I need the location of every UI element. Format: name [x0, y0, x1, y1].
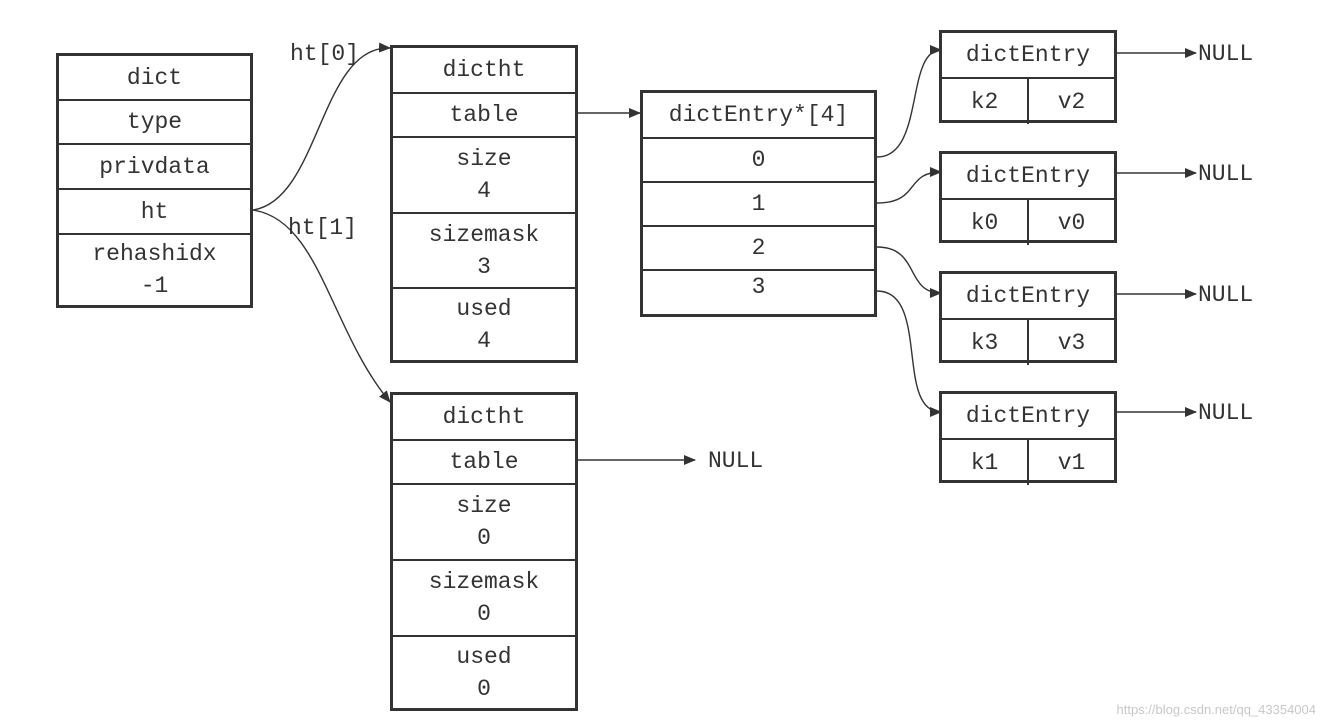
bucket-array: dictEntry*[4] 0 1 2 3 — [640, 90, 877, 317]
watermark: https://blog.csdn.net/qq_43354004 — [1116, 702, 1317, 717]
ht1-table-null: NULL — [708, 448, 764, 474]
entry-value: v2 — [1027, 79, 1114, 124]
entry-key: k2 — [970, 88, 999, 115]
dict-entry-k1: dictEntry k1 v1 — [939, 391, 1117, 485]
arrow-bucket2 — [876, 246, 942, 298]
dict-field-rehashidx: rehashidx -1 — [92, 241, 217, 299]
arrow-bucket0 — [876, 45, 942, 158]
bucket-array-title: dictEntry*[4] — [643, 93, 874, 139]
entry-title: dictEntry — [965, 42, 1091, 68]
dict-field-privdata: privdata — [59, 145, 250, 190]
dict-title: dict — [59, 56, 250, 101]
entry-value: v1 — [1027, 440, 1114, 485]
ht1-label: ht[1] — [288, 215, 358, 241]
bucket-3: 3 — [751, 274, 766, 300]
arrow-ht0 — [252, 42, 391, 211]
ht0-table: table — [393, 94, 575, 138]
arrow-ht1 — [252, 209, 391, 403]
bucket-1: 1 — [643, 183, 874, 227]
entry-key: k1 — [970, 449, 999, 476]
entry-k3-next-null: NULL — [1198, 282, 1254, 308]
entry-title: dictEntry — [965, 403, 1091, 429]
ht1-title: dictht — [393, 395, 575, 441]
entry-value: v0 — [1027, 200, 1114, 245]
ht0-title: dictht — [393, 48, 575, 94]
arrow-bucket1 — [876, 167, 942, 204]
entry-title: dictEntry — [965, 283, 1091, 309]
bucket-0: 0 — [643, 139, 874, 183]
entry-key: k0 — [970, 209, 999, 236]
dict-entry-k2: dictEntry k2 v2 — [939, 30, 1117, 124]
entry-k1-next-null: NULL — [1198, 400, 1254, 426]
dict-struct: dict type privdata ht rehashidx -1 — [56, 53, 253, 308]
dict-entry-k3: dictEntry k3 v3 — [939, 271, 1117, 365]
dict-field-ht: ht — [59, 190, 250, 235]
entry-key: k3 — [970, 329, 999, 356]
ht1-table: table — [393, 441, 575, 485]
entry-value: v3 — [1027, 320, 1114, 365]
dict-field-type: type — [59, 101, 250, 145]
entry-k2-next-null: NULL — [1198, 41, 1254, 67]
dict-entry-k0: dictEntry k0 v0 — [939, 151, 1117, 245]
arrow-bucket3 — [876, 290, 942, 417]
bucket-2: 2 — [643, 227, 874, 271]
ht0-label: ht[0] — [290, 41, 360, 67]
entry-title: dictEntry — [965, 163, 1091, 189]
entry-k0-next-null: NULL — [1198, 161, 1254, 187]
